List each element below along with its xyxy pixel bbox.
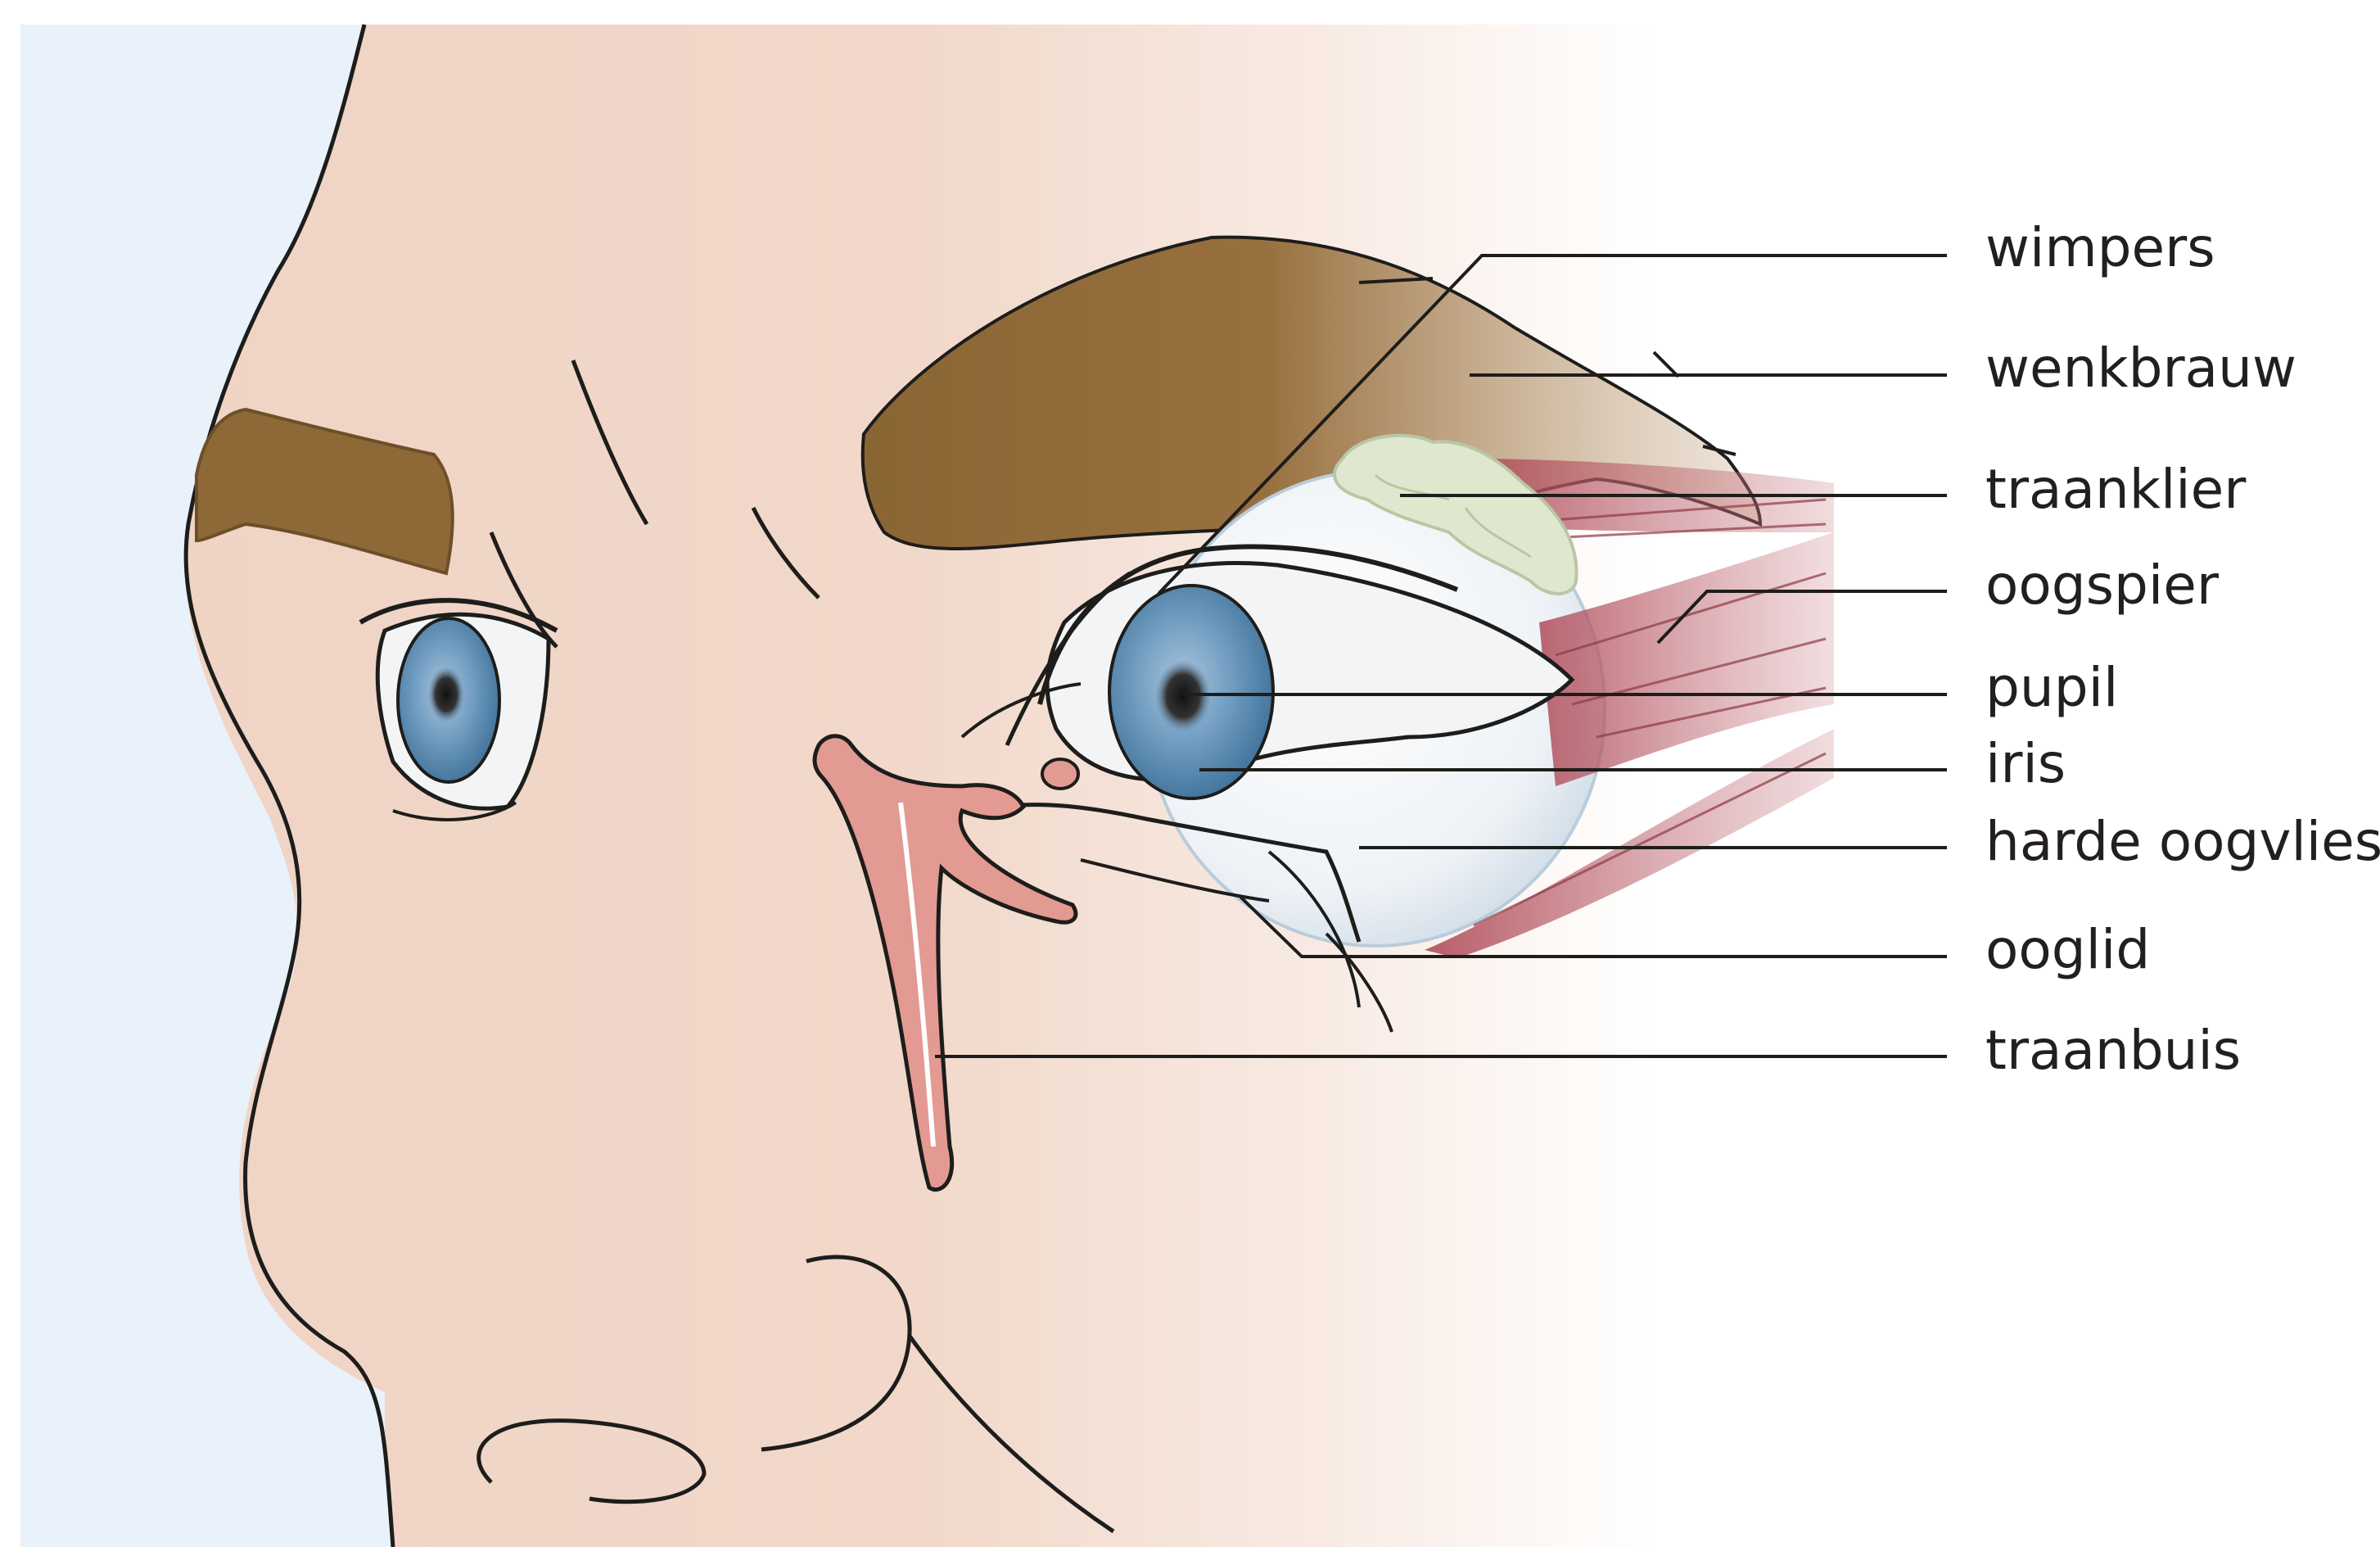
label-wimpers: wimpers — [1985, 216, 2215, 279]
label-iris: iris — [1985, 732, 2066, 795]
label-wenkbrauw: wenkbrauw — [1985, 337, 2296, 400]
tear-punctum — [1042, 759, 1078, 789]
label-traanklier: traanklier — [1985, 458, 2247, 521]
label-pupil: pupil — [1985, 656, 2118, 719]
label-traanbuis: traanbuis — [1985, 1019, 2241, 1082]
label-oogspier: oogspier — [1985, 554, 2220, 617]
label-ooglid: ooglid — [1985, 918, 2150, 981]
label-harde-oogvlies: harde oogvlies — [1985, 810, 2380, 873]
